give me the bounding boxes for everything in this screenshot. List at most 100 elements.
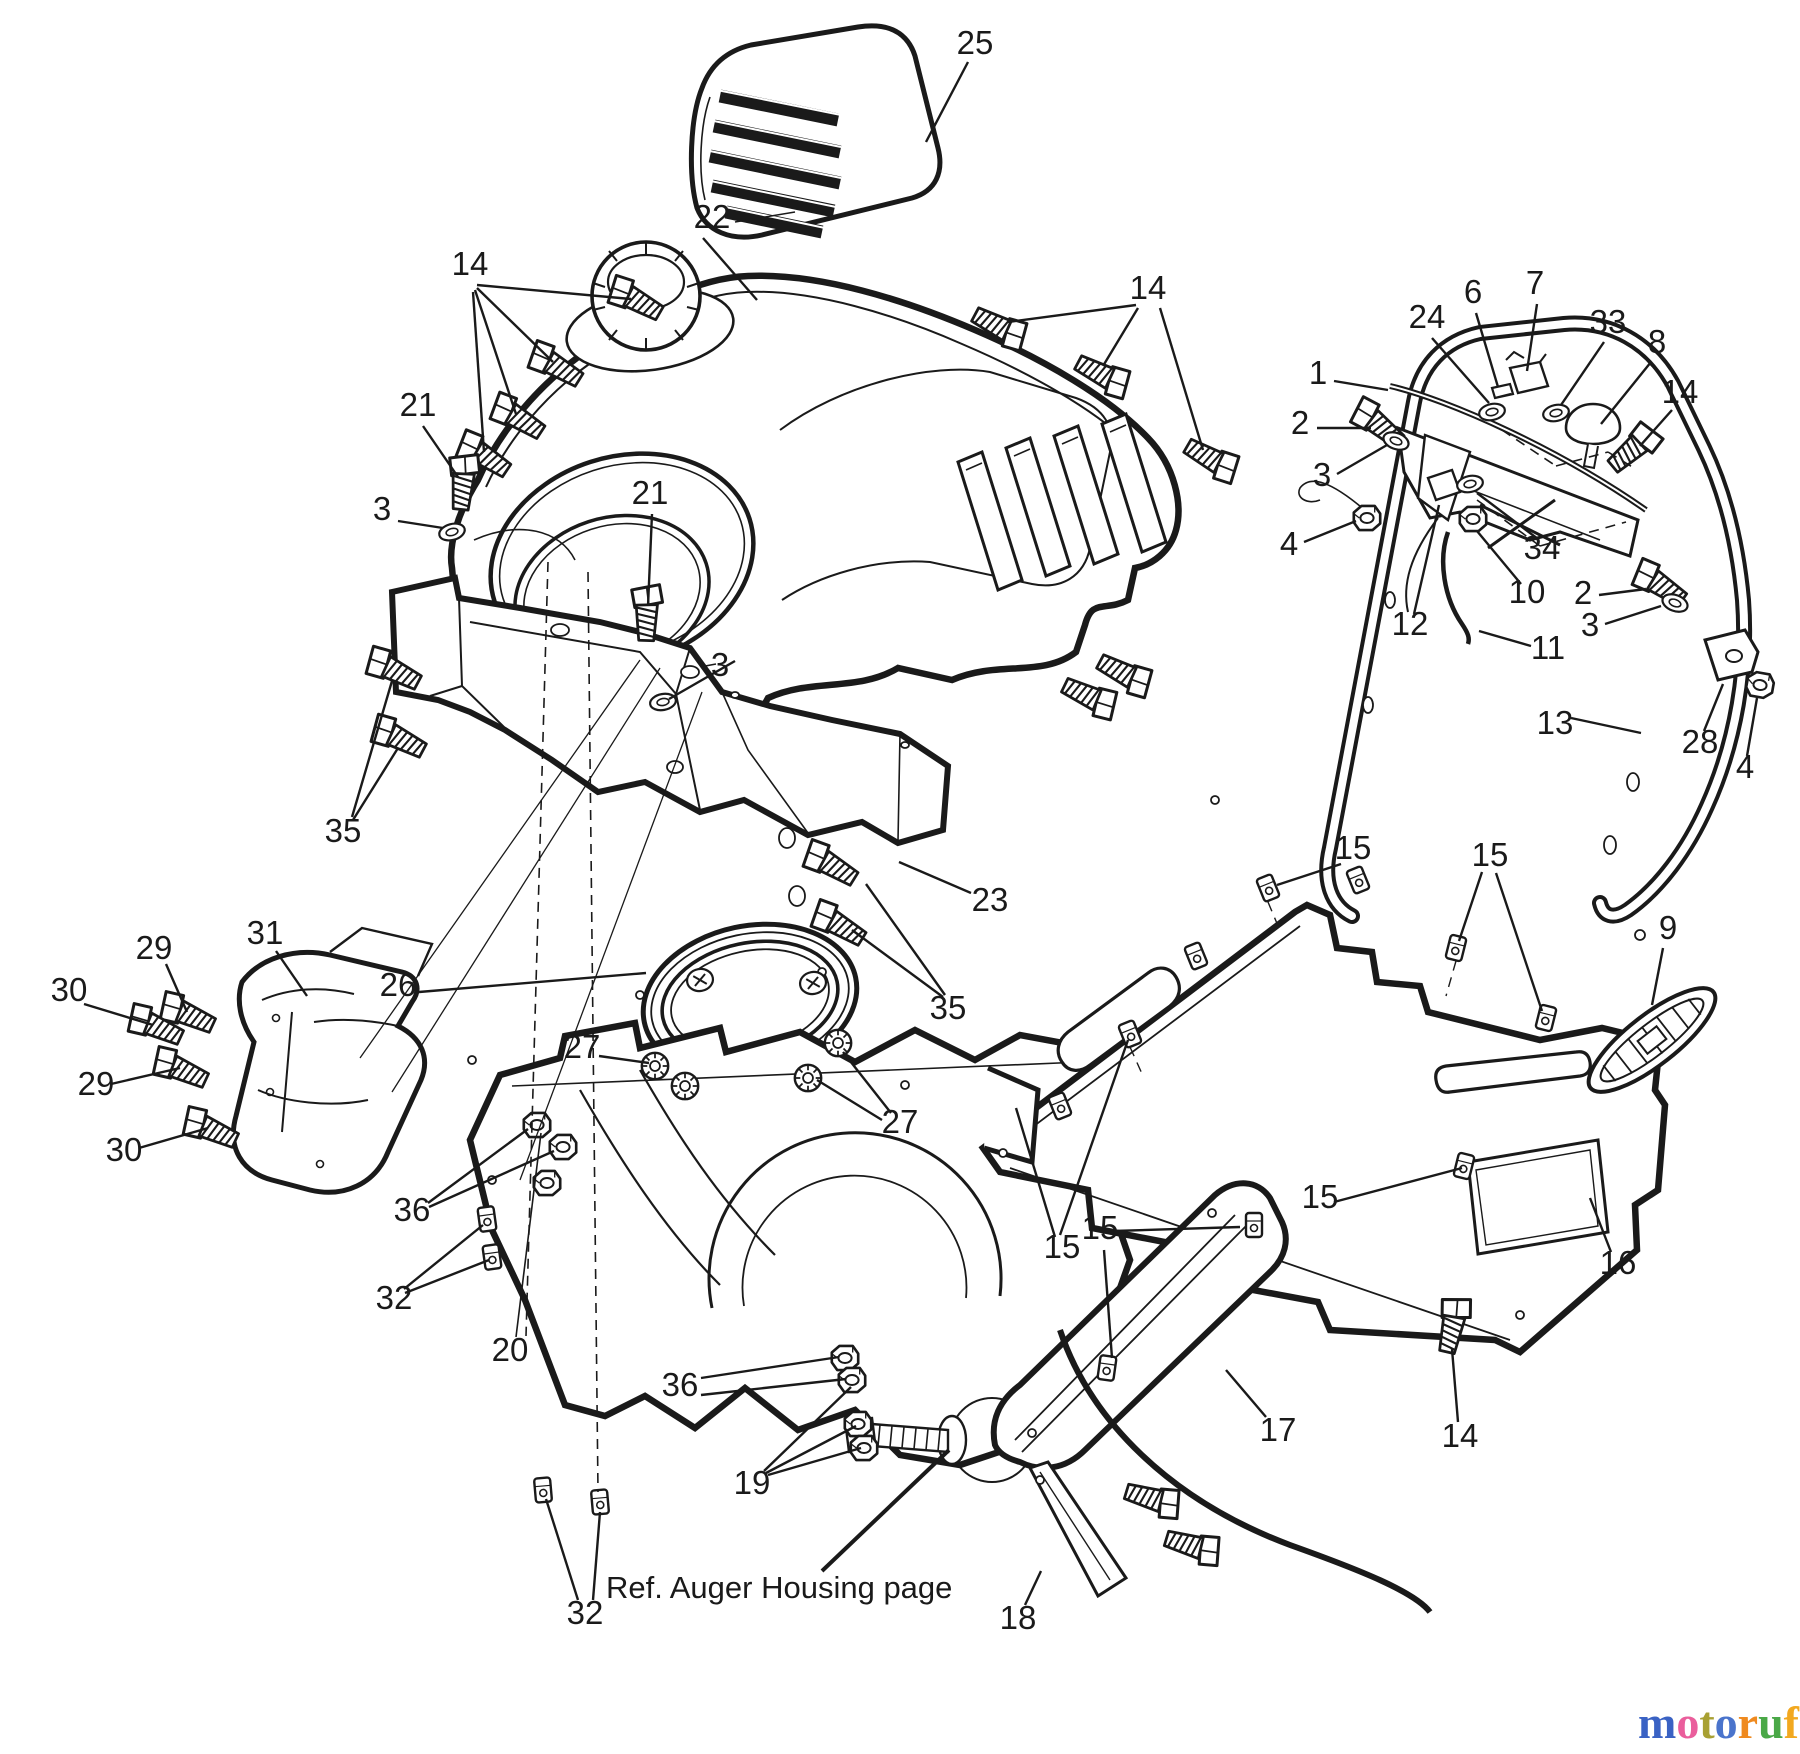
leader-line [164,963,189,1013]
part-label-32: 32 [567,1594,604,1631]
leader-line [1539,521,1627,547]
leader-line [865,883,946,996]
key-12 [1426,468,1462,502]
leader-line [842,1051,892,1114]
part-label-2: 2 [1574,574,1592,611]
switch-7 [1505,350,1550,395]
leader-line [1588,1197,1613,1253]
fastener-clip [532,1476,554,1504]
part-label-22: 22 [694,198,731,235]
leader-line [765,1424,857,1475]
fastener-washer [1476,400,1508,424]
part-label-4: 4 [1280,525,1298,562]
part-label-35: 35 [325,812,362,849]
knob-8 [1564,402,1622,470]
leader-line [1333,1166,1463,1204]
leader-line [519,691,703,1181]
leader-line [1600,361,1652,425]
leader-line [1650,947,1665,1006]
leader-line [1501,429,1557,467]
hole [900,1080,910,1090]
part-disc-9 [1586,986,1718,1094]
leader-line [924,61,970,143]
leader-line [1560,341,1605,406]
leader-line [1014,1107,1057,1238]
hole [1515,1310,1525,1320]
fastener-bolt [1160,1521,1227,1571]
fastener-star [640,1051,670,1081]
leader-line [1225,1369,1267,1418]
part-label-9: 9 [1659,909,1677,946]
fastener-bolt [1178,430,1246,489]
part-label-20: 20 [492,1331,529,1368]
leader-line [1445,960,1457,997]
leader-line [1494,872,1544,1012]
part-label-24: 24 [1409,298,1446,335]
leader-line [427,1128,529,1204]
hole [730,691,740,699]
leader-line [476,283,632,301]
hole [998,1148,1008,1158]
part-label-15: 15 [1082,1209,1119,1246]
leader-line [110,1066,181,1086]
fastener-nut [1458,505,1488,533]
fastener-clip [1444,933,1468,963]
fastener-nut [1743,669,1777,701]
leader-line [1570,716,1642,735]
hole [1035,1475,1045,1485]
part-label-17: 17 [1260,1411,1297,1448]
leader-line [1476,492,1539,540]
holes-layer [467,591,1646,1485]
part-label-8: 8 [1648,323,1666,360]
fastener-bolt [796,834,864,895]
part-label-19: 19 [734,1464,771,1501]
leader-line [1102,1249,1114,1359]
hole [467,1055,477,1065]
leader-line [700,1355,840,1380]
part-label-36: 36 [662,1366,699,1403]
leader-line [428,1149,555,1209]
fastener-clip [589,1488,611,1516]
leader-line [397,519,444,530]
part-label-14: 14 [452,245,489,282]
fastener-clip [481,1242,503,1272]
part-blade-18 [1027,1460,1129,1599]
hole [666,760,684,774]
leader-line [83,1002,154,1027]
leader-line [1023,1570,1043,1606]
leader-line [404,1258,490,1295]
part-handle-13 [1298,315,1760,924]
leader-line [138,1126,209,1150]
leader-line [1336,443,1388,476]
part-label-15: 15 [1044,1228,1081,1265]
part-label-14: 14 [1662,373,1699,410]
part-label-35: 35 [930,989,967,1026]
hood-vent-ribs [956,411,1168,593]
leader-line [587,571,599,1493]
leader-line [350,680,394,818]
motoruf-logo[interactable]: motoruf.de [1638,1697,1800,1748]
part-label-4: 4 [1736,748,1754,785]
leader-line [898,860,972,895]
leader-line [1639,409,1673,447]
part-label-30: 30 [51,971,88,1008]
part-label-7: 7 [1526,264,1544,301]
fastener-clip [1534,1003,1558,1033]
fastener-nut [1352,504,1382,532]
leader-line [1476,530,1522,585]
leader-line [471,291,486,453]
leader-line [1745,697,1759,757]
leader-line [359,659,641,1059]
hole [680,665,700,679]
hole [1634,929,1646,941]
part-label-28: 28 [1682,723,1719,760]
part-label-16: 16 [1600,1244,1637,1281]
leader-line [1702,683,1725,732]
leader-line [702,237,758,301]
part-label-36: 36 [394,1191,431,1228]
hole [900,741,910,749]
leader-line [763,1386,852,1472]
part-label-32: 32 [376,1279,413,1316]
